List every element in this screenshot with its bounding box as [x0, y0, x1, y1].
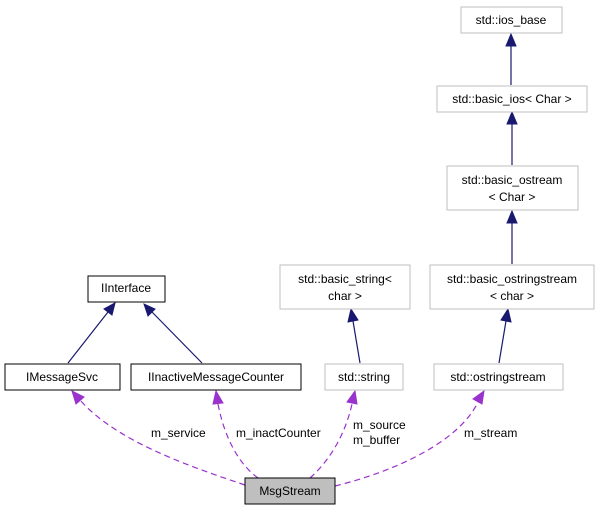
edge-imessagesvc-to-iinterface — [67, 311, 109, 364]
arrowhead-basic-ostringstream — [500, 307, 512, 323]
edge-label-inact-counter: m_inactCounter — [236, 426, 321, 440]
node-ios-base[interactable]: std::ios_base — [460, 6, 563, 34]
node-basic-string-label-1: std::basic_string< — [298, 272, 392, 286]
node-basic-string[interactable]: std::basic_string< char > — [279, 264, 411, 310]
arrowhead-ostringstream — [472, 389, 485, 405]
edge-label-buffer: m_buffer — [353, 433, 400, 447]
usage-edges — [71, 389, 485, 487]
node-basic-ios-label: std::basic_ios< Char > — [452, 92, 571, 106]
arrowhead-iinterface-right — [143, 303, 156, 317]
edge-msgstream-to-ostringstream — [334, 401, 479, 487]
arrowhead-ios-base — [505, 32, 517, 47]
arrowhead-string — [346, 389, 358, 405]
node-basic-ostringstream-label-1: std::basic_ostringstream — [447, 272, 577, 286]
node-iinactive-message-counter-label: IInactiveMessageCounter — [148, 370, 284, 384]
node-iinterface[interactable]: IInterface — [87, 275, 166, 303]
node-basic-ostream-label-1: std::basic_ostream — [462, 173, 563, 187]
node-string-label: std::string — [338, 370, 390, 384]
node-basic-ostringstream-label-2: < char > — [490, 289, 534, 303]
node-basic-string-label-2: char > — [328, 289, 362, 303]
edge-label-stream: m_stream — [464, 426, 517, 440]
node-imessagesvc-label: IMessageSvc — [26, 370, 98, 384]
node-ostringstream[interactable]: std::ostringstream — [433, 363, 564, 391]
arrowhead-iinactive — [212, 389, 224, 405]
edge-label-service: m_service — [151, 426, 206, 440]
node-msgstream-label: MsgStream — [259, 484, 320, 498]
node-ostringstream-label: std::ostringstream — [450, 370, 545, 384]
node-msgstream[interactable]: MsgStream — [244, 477, 336, 505]
edge-ostringstream-to-basic-ostringstream — [498, 320, 507, 364]
arrowhead-basic-ostream — [506, 209, 518, 224]
edge-msgstream-to-string — [309, 403, 353, 479]
arrowhead-basic-string — [347, 307, 359, 323]
node-basic-ostream[interactable]: std::basic_ostream < Char > — [446, 165, 579, 211]
arrowhead-imessagesvc — [71, 390, 85, 405]
arrowhead-basic-ios — [506, 110, 518, 125]
node-imessagesvc[interactable]: IMessageSvc — [4, 363, 121, 391]
edge-label-source: m_source — [353, 418, 406, 432]
node-basic-ostringstream[interactable]: std::basic_ostringstream < char > — [429, 264, 595, 310]
edge-labels: m_service m_inactCounter m_source m_buff… — [151, 418, 517, 447]
node-string[interactable]: std::string — [324, 363, 404, 391]
edge-iinactive-to-iinterface — [151, 311, 203, 364]
node-basic-ostream-label-2: < Char > — [489, 190, 536, 204]
inheritance-edges — [67, 32, 518, 364]
edge-msgstream-to-iinactive — [217, 403, 259, 479]
node-iinterface-label: IInterface — [101, 281, 151, 295]
node-iinactive-message-counter[interactable]: IInactiveMessageCounter — [130, 363, 302, 391]
edge-string-to-basic-string — [352, 320, 361, 364]
edge-msgstream-to-imessagesvc — [79, 399, 246, 486]
arrowhead-iinterface-left — [103, 302, 116, 316]
node-ios-base-label: std::ios_base — [476, 13, 547, 27]
node-basic-ios[interactable]: std::basic_ios< Char > — [436, 85, 588, 113]
